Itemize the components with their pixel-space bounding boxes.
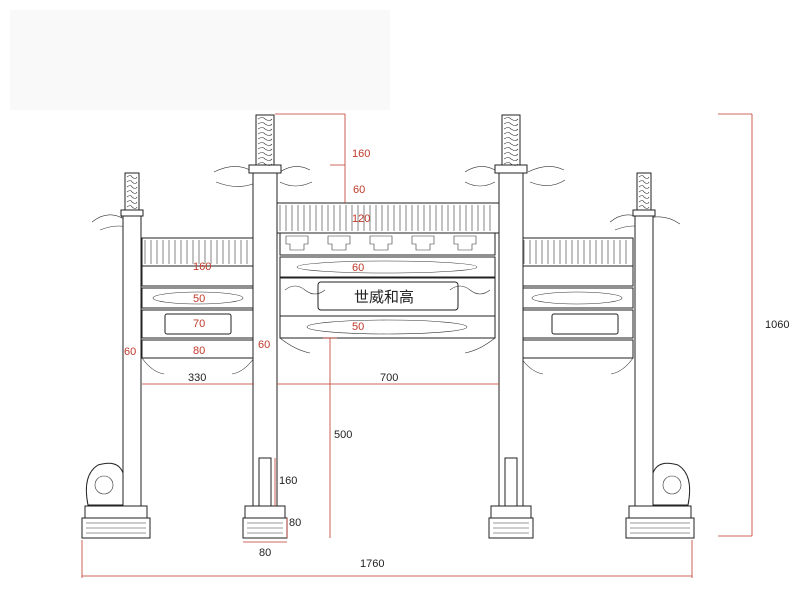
dim-side-160: 160 <box>193 261 211 273</box>
finial-carving <box>503 127 519 131</box>
finial-carving <box>257 137 273 141</box>
finial-carving <box>126 185 138 189</box>
dim-side-column-60: 60 <box>124 346 136 358</box>
dougong-bracket <box>411 235 435 251</box>
dougong-bracket <box>453 235 477 251</box>
finial-carving <box>503 122 519 126</box>
finial-carving <box>126 180 138 184</box>
dim-side-80: 80 <box>193 345 205 357</box>
dougong-bracket <box>327 235 351 251</box>
finial-carving <box>126 175 138 179</box>
finial-carving <box>126 195 138 199</box>
dim-main-column-60: 60 <box>258 339 270 351</box>
finial-carving <box>257 142 273 146</box>
finial-carving <box>257 162 273 166</box>
finial-ornament <box>126 117 650 209</box>
finial-carving <box>503 162 519 166</box>
finial-carving <box>638 180 650 184</box>
dim-beam-60-b: 60 <box>352 262 364 274</box>
finial-carving <box>126 205 138 209</box>
dim-main-span: 700 <box>380 372 398 384</box>
dimension-lines <box>81 113 753 578</box>
dougong-bracket <box>369 235 393 251</box>
finial-carving <box>503 157 519 161</box>
dim-beam-50-center: 50 <box>352 321 364 333</box>
dim-base-160: 160 <box>279 475 297 487</box>
watermark-area <box>10 10 390 110</box>
finial-carving <box>503 142 519 146</box>
finial-carving <box>257 132 273 136</box>
left-side-bay <box>141 237 255 375</box>
dim-opening-height: 500 <box>334 429 352 441</box>
dim-beam-60-a: 60 <box>353 184 365 196</box>
finial-carving <box>503 117 519 121</box>
finial-carving <box>638 175 650 179</box>
finial-carving <box>257 152 273 156</box>
finial-carving <box>638 195 650 199</box>
base-left-main <box>242 505 288 539</box>
finial-carving <box>257 157 273 161</box>
finial-carving <box>257 122 273 126</box>
dougong-bracket <box>285 235 309 251</box>
finial-carving <box>503 152 519 156</box>
finial-carving <box>503 132 519 136</box>
finial-carving <box>126 190 138 194</box>
main-frieze <box>279 256 496 354</box>
dim-side-70: 70 <box>193 318 205 330</box>
finial-carving <box>638 190 650 194</box>
finial-carving <box>257 147 273 151</box>
main-roof <box>274 202 501 256</box>
finial-carving <box>126 200 138 204</box>
finial-carving <box>503 147 519 151</box>
finial-carving <box>503 137 519 141</box>
dim-side-span: 330 <box>188 372 206 384</box>
dim-base-80-width: 80 <box>259 547 271 559</box>
dim-side-50: 50 <box>193 293 205 305</box>
column-right-outer <box>609 172 681 507</box>
dim-overall-height: 1060 <box>765 319 789 331</box>
finial-carving <box>257 127 273 131</box>
base-right-outer <box>625 462 695 539</box>
dim-finial-height: 160 <box>352 148 370 160</box>
finial-carving <box>638 200 650 204</box>
base-left-outer <box>81 462 151 539</box>
dim-base-80-height: 80 <box>289 517 301 529</box>
base-right-main <box>488 505 534 539</box>
plaque-inscription: 世威和高 <box>354 288 414 306</box>
dim-beam-120: 120 <box>352 213 370 225</box>
dim-overall-width: 1760 <box>360 558 384 570</box>
finial-carving <box>257 117 273 121</box>
right-side-bay <box>520 237 634 375</box>
finial-carving <box>638 185 650 189</box>
finial-carving <box>638 205 650 209</box>
column-left-outer <box>91 172 144 507</box>
